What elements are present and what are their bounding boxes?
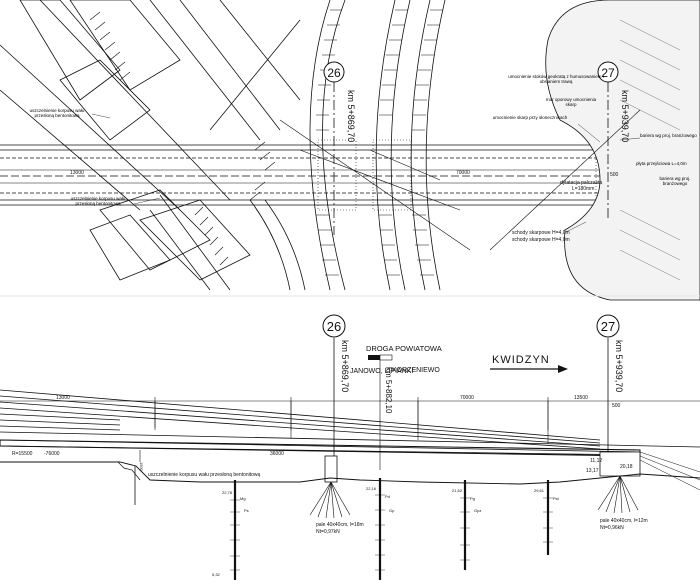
borehole-4-elev: 29,61 (534, 488, 545, 493)
plan-track-hatch (89, 9, 443, 276)
borehole-3-elev: 21,52 (452, 488, 463, 493)
plan-note-schody-1: schody skarpowe H=4,0m (512, 230, 570, 236)
profile-axis-right-label: 27 (601, 319, 615, 334)
profile-posts (139, 401, 549, 462)
profile-dim-right: 13500 (574, 395, 588, 401)
plan-rail-tracks (249, 0, 446, 291)
plan-pier-26 (317, 139, 357, 211)
plan-axis-left-label: 26 (327, 66, 341, 80)
profile-dim-ticks (154, 397, 549, 430)
profile-axis-right-circle (596, 314, 620, 338)
plan-dim-right: 500 (610, 172, 619, 178)
plan-note-bariera-bottom: bariera wg proj. branżowego (659, 176, 691, 186)
plan-span-length: 70000 (456, 170, 470, 176)
plan-note-schody-2: schody skarpowe H=4,0m (512, 237, 570, 243)
plan-left-length: 13000 (70, 170, 84, 176)
plan-note-umocnienie-oczek: umocnienie skarp przy słonecznikach (492, 115, 568, 120)
plan-note-bariera-top: bariera wg proj. branżowego (640, 133, 697, 138)
profile-pale-left: pale 40x40cm, l=18m (316, 522, 364, 528)
borehole-1-soil: Mg (240, 496, 246, 501)
profile-road-right: KORZENIEWO (392, 367, 440, 374)
profile-direction-arrow-head (558, 365, 568, 373)
profile-abutment (599, 451, 641, 477)
borehole-4-soil: Pst (553, 496, 560, 501)
profile-ground (0, 461, 700, 485)
profile-pale-right: pale 40x40cm, l=12m (600, 518, 648, 524)
plan-view: 26 km 5+869,70 27 km 5+939,70 70000 1300… (0, 0, 700, 301)
profile-elev-abutment-2: 11,12 (590, 458, 602, 464)
plan-note-umocnienie-stokow: umocnienie stoków geokratą z humusowanie… (508, 74, 604, 84)
profile-view: 26 km 5+869,70 27 km 5+939,70 DROGA POWI… (0, 314, 700, 580)
plan-axis-right-circle (597, 61, 619, 83)
profile-pale-right-sub: Nt=0,96kN (600, 525, 624, 531)
profile-road-left: JANOWO, LIPIANKI (350, 368, 413, 375)
plan-note-dylatacja: dylatacja palczasta (560, 180, 602, 186)
plan-axis-right-label: 27 (601, 66, 615, 80)
profile-uszczelnienie: uszczelnienie korpusu wału przesłoną ben… (148, 472, 261, 478)
profile-boreholes: 22,78 Mg 22,16 Pd 21,52 Pg 29,61 Pst (212, 458, 633, 580)
borehole-soil-ps: Ps (244, 508, 249, 513)
plan-cone-hatch (619, 19, 681, 281)
profile-axis-right-km: km 5+939,70 (614, 340, 624, 392)
plan-crossing-lines (279, 109, 641, 251)
profile-embankment (117, 461, 141, 481)
borehole-4: 29,61 Pst (534, 480, 560, 555)
profile-dim-1500: 1500 (139, 462, 144, 472)
plan-axis-left-km: km 5+869,70 (346, 90, 356, 142)
plan-buildings (0, 0, 301, 291)
profile-dim-36000: 36000 (270, 451, 284, 457)
borehole-3: 21,52 Pg (452, 480, 475, 570)
profile-piles-left (309, 481, 351, 519)
profile-axis-left-circle (322, 314, 346, 338)
borehole-1: 22,78 Mg (222, 480, 246, 580)
borehole-soil-gp: Gp (389, 508, 395, 513)
profile-axis-left-label: 26 (327, 319, 341, 334)
borehole-2-soil: Pd (385, 494, 390, 499)
profile-road-marker-dark (368, 355, 380, 360)
plan-pier-mid (372, 139, 412, 211)
profile-road-marker-light (379, 354, 393, 361)
plan-slope-cone (545, 0, 700, 301)
plan-axis-right-km: km 5+939,70 (620, 90, 630, 142)
plan-note-plyta: płyta przejściowa L=4,0m (636, 161, 687, 166)
profile-axis-left-km: km 5+869,70 (340, 340, 350, 392)
profile-radius: R=15500 (12, 451, 33, 457)
borehole-soil-gpz: Gpz (474, 508, 481, 513)
profile-elev-abutment-3: 13,17 (586, 468, 599, 474)
plan-note-dylatacja-sub: L=180mm (572, 186, 594, 192)
plan-note-uszczelnienie-top: uszczelnienie korpusu wału przesłoną ben… (29, 108, 85, 118)
profile-dim-span: 13000 (56, 395, 70, 401)
profile-dim-main: 70000 (460, 395, 474, 401)
borehole-2: 22,16 Pd (366, 478, 390, 580)
plan-note-uszczelnienie-bottom: uszczelnienie korpusu wału przesłoną ben… (70, 196, 126, 206)
borehole-1-elev: 22,78 (222, 490, 233, 495)
profile-road-title: DROGA POWIATOWA (366, 344, 442, 353)
profile-abutment-slope (639, 451, 700, 491)
plan-annotations: uszczelnienie korpusu wału przesłoną ben… (29, 74, 697, 243)
borehole-3-soil: Pg (470, 496, 475, 501)
plan-axis-left-circle (323, 61, 345, 83)
profile-direction: KWIDZYN (492, 354, 550, 366)
plan-deck-lines (0, 144, 700, 206)
profile-road-km: km 5+882,10 (384, 367, 393, 414)
borehole-2-elev: 22,16 (366, 486, 377, 491)
plan-note-mur-oporowy: mur oporowy umocnienia skarp (545, 97, 597, 107)
profile-piles-right (597, 475, 639, 514)
profile-elev-bottom: 5,32 (212, 572, 221, 577)
profile-radius-tail: -76000 (44, 451, 60, 457)
profile-dim-500: 500 (612, 403, 621, 409)
profile-pale-left-sub: Nt=0,97kN (316, 529, 340, 535)
profile-elev-abutment: 20,18 (620, 464, 633, 470)
